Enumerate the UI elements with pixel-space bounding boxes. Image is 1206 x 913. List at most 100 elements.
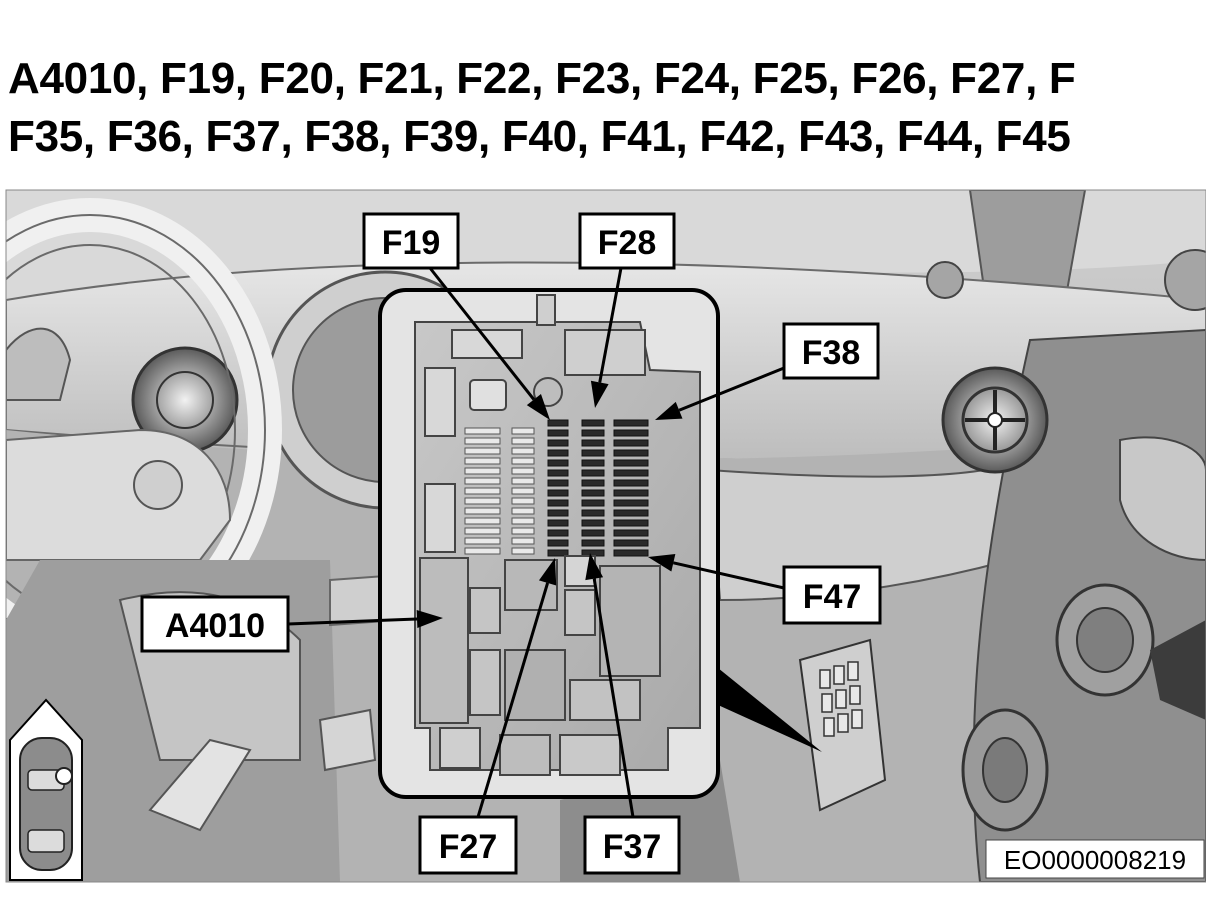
callout-f28: F28 <box>578 212 676 270</box>
fuse <box>547 519 569 527</box>
fuse <box>581 429 605 437</box>
fuse-slot <box>511 517 535 525</box>
fuse <box>581 479 605 487</box>
fuse <box>581 449 605 457</box>
fuse-slot <box>511 427 535 435</box>
fuse <box>581 499 605 507</box>
fuse <box>581 509 605 517</box>
fuse <box>547 439 569 447</box>
callout-a4010: A4010 <box>140 595 290 653</box>
fuse-column-dark <box>547 419 649 557</box>
fuse-slot <box>464 437 501 445</box>
leader-lines <box>287 267 785 818</box>
fuse <box>613 439 649 447</box>
fuse <box>613 419 649 427</box>
fuse <box>547 489 569 497</box>
fuse <box>547 529 569 537</box>
callout-f47-text: F47 <box>803 578 862 616</box>
figure-code-box: EO0000008219 <box>985 839 1205 879</box>
fuse <box>547 509 569 517</box>
fuse <box>581 439 605 447</box>
fuse <box>581 419 605 427</box>
fuse <box>547 419 569 427</box>
leader-f37 <box>585 553 635 818</box>
fuse <box>613 429 649 437</box>
figure-code: EO0000008219 <box>1004 845 1186 875</box>
fuse <box>581 529 605 537</box>
diagram-title: A4010, F19, F20, F21, F22, F23, F24, F25… <box>8 50 1206 166</box>
fuse <box>581 489 605 497</box>
fuse <box>547 469 569 477</box>
fuse <box>613 459 649 467</box>
leader-f47 <box>648 554 785 590</box>
fuse <box>613 509 649 517</box>
fuse <box>613 539 649 547</box>
fuse-column-left <box>464 427 535 555</box>
callout-f19: F19 <box>362 212 460 270</box>
callout-f37: F37 <box>583 815 681 875</box>
fuse-slot <box>511 437 535 445</box>
fuse-slot <box>511 497 535 505</box>
fuse-slot <box>511 537 535 545</box>
fuse <box>547 449 569 457</box>
callout-f47: F47 <box>782 565 882 625</box>
zoom-pointer <box>718 668 822 752</box>
fuse-slot <box>464 477 501 485</box>
fuse-slot <box>464 497 501 505</box>
fuse-slot <box>511 477 535 485</box>
fuse <box>547 549 569 557</box>
fuse <box>613 549 649 557</box>
fuse-slot <box>464 487 501 495</box>
fuse-slot <box>464 427 501 435</box>
fuse-slot <box>511 487 535 495</box>
fuse-slot <box>464 507 501 515</box>
fuse <box>613 469 649 477</box>
callout-f38-text: F38 <box>802 334 861 372</box>
callout-f27: F27 <box>418 815 518 875</box>
callout-f38: F38 <box>782 322 880 380</box>
callout-f27-text: F27 <box>439 828 498 866</box>
fuse <box>613 479 649 487</box>
fuse-slot <box>511 547 535 555</box>
fuse <box>547 479 569 487</box>
fuse <box>547 429 569 437</box>
fuse-slot <box>511 507 535 515</box>
fuse-slot <box>511 467 535 475</box>
fuse-slot <box>511 527 535 535</box>
callout-f28-text: F28 <box>598 224 657 262</box>
fuse-slot <box>511 457 535 465</box>
fuse <box>581 469 605 477</box>
fuse <box>547 459 569 467</box>
fuse-slot <box>464 467 501 475</box>
callout-f37-text: F37 <box>603 828 662 866</box>
fuse <box>547 539 569 547</box>
fuse-slot <box>464 547 501 555</box>
fuse-slot <box>464 517 501 525</box>
title-line-1: A4010, F19, F20, F21, F22, F23, F24, F25… <box>8 54 1076 103</box>
fuse <box>581 459 605 467</box>
fuse-slot <box>464 447 501 455</box>
fuse-slot <box>464 457 501 465</box>
fuse-box-detail <box>378 288 720 799</box>
fuse <box>613 499 649 507</box>
leader-f38 <box>655 366 785 420</box>
fuse-slot <box>464 537 501 545</box>
fuse <box>613 489 649 497</box>
fuse <box>613 449 649 457</box>
car-location-icon <box>9 698 83 881</box>
fuse-slot <box>464 527 501 535</box>
fuse <box>581 539 605 547</box>
fuse-slot <box>511 447 535 455</box>
fuse <box>613 529 649 537</box>
fuse <box>613 519 649 527</box>
callout-a4010-text: A4010 <box>165 607 265 645</box>
fuse <box>581 519 605 527</box>
dashboard-scene <box>6 190 1206 882</box>
leader-a4010 <box>287 610 443 628</box>
leader-f28 <box>590 267 623 408</box>
title-line-2: F35, F36, F37, F38, F39, F40, F41, F42, … <box>8 112 1071 161</box>
leader-f27 <box>476 558 557 818</box>
leader-f19 <box>428 267 550 420</box>
fuse <box>547 499 569 507</box>
